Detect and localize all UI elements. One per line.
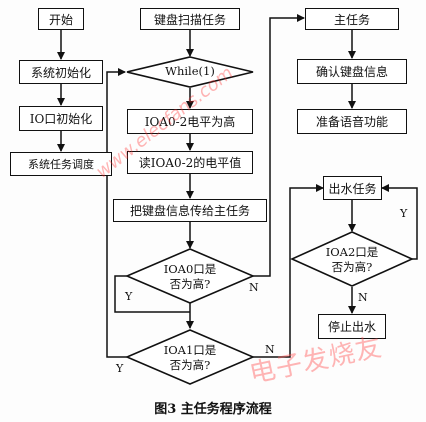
figure-caption: 图3 主任务程序流程 bbox=[154, 402, 272, 417]
system-init-node: 系统初始化 bbox=[19, 60, 103, 84]
ioa0-yes-label: Y bbox=[125, 290, 133, 303]
read-ioa-node: 读IOA0-2的电平值 bbox=[127, 151, 253, 174]
ioa0-check-diamond bbox=[124, 248, 256, 304]
ioa1-check-label: IOA1口是否为高? bbox=[163, 343, 217, 372]
ioa0-no-label: N bbox=[249, 281, 259, 294]
confirm-key-node: 确认键盘信息 bbox=[297, 59, 407, 84]
task-schedule-node: 系统任务调度 bbox=[10, 152, 112, 176]
ioa2-check-diamond bbox=[290, 231, 414, 287]
keyboard-scan-task-node: 键盘扫描任务 bbox=[140, 8, 240, 30]
stop-water-node: 停止出水 bbox=[318, 314, 386, 339]
io-init-node: IO口初始化 bbox=[19, 106, 103, 131]
prepare-voice-node: 准备语音功能 bbox=[297, 109, 407, 134]
ioa1-yes-label: Y bbox=[116, 362, 124, 375]
ioa-high-node: IOA0-2电平为高 bbox=[127, 109, 253, 134]
send-key-info-node: 把键盘信息传给主任务 bbox=[113, 199, 267, 222]
while-loop-diamond bbox=[126, 56, 254, 88]
ioa2-no-label: N bbox=[358, 291, 368, 304]
water-task-node: 出水任务 bbox=[323, 176, 382, 200]
main-task-node: 主任务 bbox=[305, 8, 399, 30]
ioa2-check-label: IOA2口是否为高? bbox=[325, 245, 379, 274]
start-node: 开始 bbox=[38, 8, 84, 30]
while-loop-label: While(1) bbox=[165, 64, 215, 78]
ioa2-yes-label: Y bbox=[400, 207, 408, 220]
ioa1-no-label: N bbox=[265, 343, 275, 356]
ioa0-check-label: IOA0口是否为高? bbox=[163, 262, 217, 291]
ioa1-check-diamond bbox=[124, 329, 256, 385]
